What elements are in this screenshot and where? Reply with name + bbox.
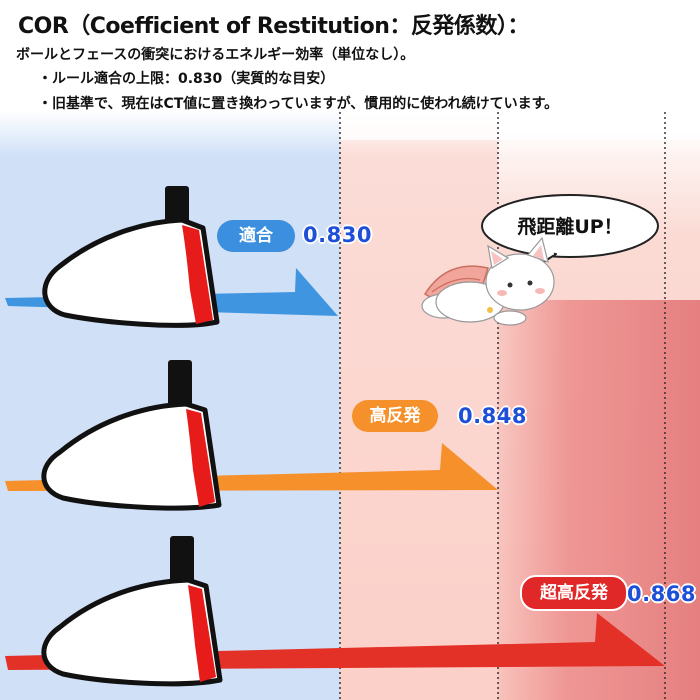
cat-character (421, 236, 555, 326)
speech-bubble (481, 194, 659, 273)
speech-bubble-text: 飛距離UP！ (517, 216, 623, 238)
conforming-label: 適合 (217, 220, 295, 252)
conforming-value: 0.830 (303, 223, 372, 247)
bullet-rule-limit: ・ルール適合の上限：0.830（実質的な目安） (38, 71, 335, 87)
high-rebound-value: 0.848 (458, 404, 527, 428)
super-high-rebound-value: 0.868 (627, 582, 696, 606)
description: ボールとフェースの衝突におけるエネルギー効率（単位なし）。 (16, 47, 415, 63)
bullet-old-standard: ・旧基準で、現在はCT値に置き換わっていますが、慣用的に使われ続けています。 (38, 96, 559, 112)
high-rebound-label: 高反発 (352, 400, 438, 432)
page-title: COR（Coefficient of Restitution：反発係数）： (18, 14, 529, 39)
club-head-1 (42, 186, 220, 328)
club-head-3 (41, 536, 223, 687)
zone-dividers (339, 112, 666, 700)
super-high-rebound-label: 超高反発 (520, 575, 628, 611)
club-head-2 (41, 360, 222, 511)
